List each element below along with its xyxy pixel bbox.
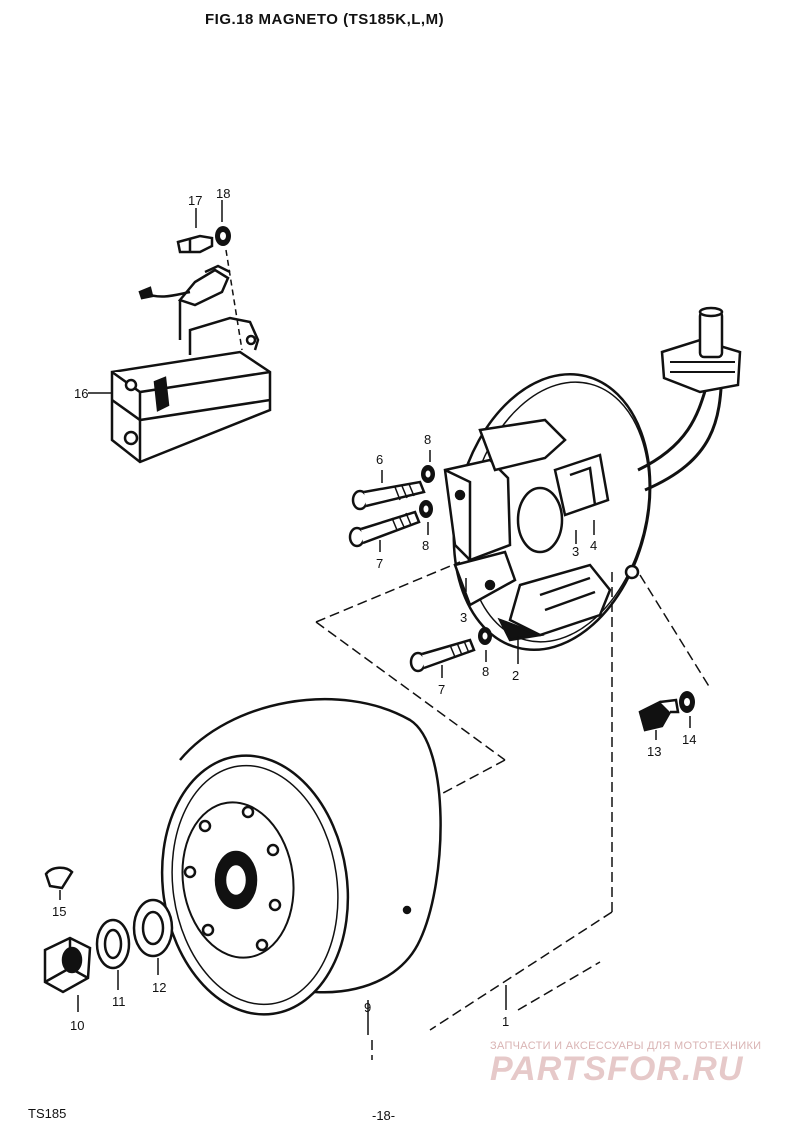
watermark-tagline: ЗАПЧАСТИ И АКСЕССУАРЫ ДЛЯ МОТОТЕХНИКИ bbox=[490, 1040, 761, 1052]
washer-8-c bbox=[478, 627, 492, 645]
callout-4: 4 bbox=[590, 538, 597, 553]
callout-9: 9 bbox=[364, 1000, 371, 1015]
nut-10 bbox=[43, 936, 92, 994]
washer-8-a bbox=[421, 465, 435, 483]
callout-11: 11 bbox=[112, 994, 126, 1009]
figure-title: FIG.18 MAGNETO (TS185K,L,M) bbox=[205, 11, 444, 28]
washer-18 bbox=[215, 226, 231, 246]
assembly-lines bbox=[315, 561, 711, 1060]
leader-18 bbox=[225, 249, 243, 351]
screw-7-lower bbox=[409, 638, 476, 673]
callout-16: 16 bbox=[74, 386, 88, 401]
washer-8-b bbox=[419, 500, 433, 518]
washer-12 bbox=[132, 898, 174, 958]
coil-assembly-3-4 bbox=[443, 418, 612, 642]
washer-14 bbox=[679, 691, 695, 713]
callout-2: 2 bbox=[512, 668, 519, 683]
callout-12: 12 bbox=[152, 980, 166, 995]
callout-7-a: 7 bbox=[376, 556, 383, 571]
flywheel-rotor-9 bbox=[160, 697, 442, 1016]
callout-18: 18 bbox=[216, 186, 230, 201]
callout-10: 10 bbox=[70, 1018, 84, 1033]
callout-15: 15 bbox=[52, 904, 66, 919]
leader-lines bbox=[59, 450, 691, 1035]
callout-1: 1 bbox=[502, 1014, 509, 1029]
callout-17: 17 bbox=[188, 193, 202, 208]
callout-8-b: 8 bbox=[422, 538, 429, 553]
screw-13 bbox=[638, 698, 680, 732]
key-15 bbox=[44, 866, 74, 890]
watermark-brand: PARTSFOR.RU bbox=[490, 1050, 744, 1088]
callout-3-a: 3 bbox=[572, 544, 579, 559]
footer-page-number: -18- bbox=[372, 1108, 395, 1123]
footer-model: TS185 bbox=[28, 1106, 66, 1121]
screw-7-upper bbox=[348, 510, 421, 548]
callout-14: 14 bbox=[682, 732, 696, 747]
callout-3-b: 3 bbox=[460, 610, 467, 625]
washer-11 bbox=[95, 918, 131, 970]
callout-13: 13 bbox=[647, 744, 661, 759]
callout-6: 6 bbox=[376, 452, 383, 467]
bolt-17 bbox=[176, 234, 214, 254]
ignition-coil-16 bbox=[110, 264, 272, 464]
callout-7-b: 7 bbox=[438, 682, 445, 697]
callout-8-c: 8 bbox=[482, 664, 489, 679]
callout-8-a: 8 bbox=[424, 432, 431, 447]
screw-6 bbox=[351, 480, 426, 511]
